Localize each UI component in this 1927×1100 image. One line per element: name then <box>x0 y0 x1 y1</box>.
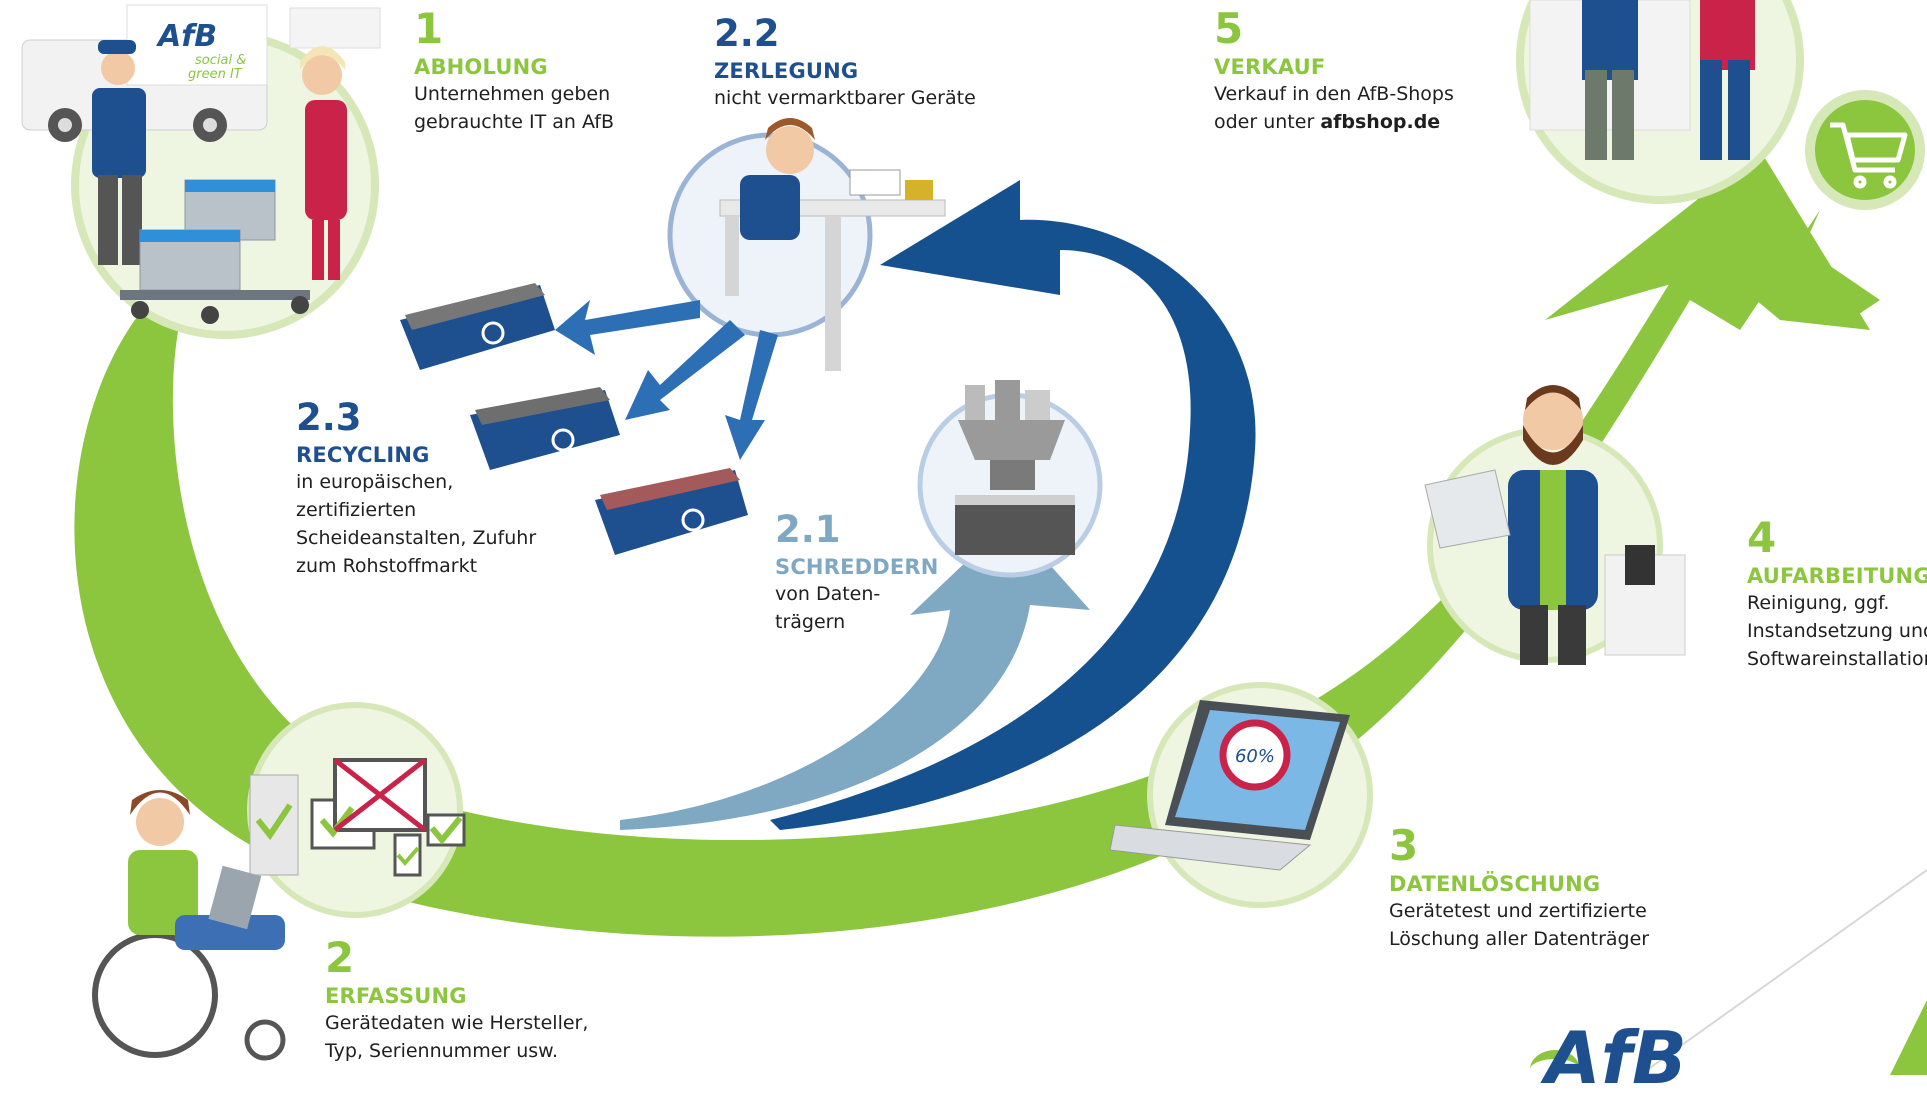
step-desc-line: in europäischen, <box>296 471 454 493</box>
refurbishing-worker <box>1424 385 1686 665</box>
step-number: 2.2 <box>714 12 780 55</box>
step-desc-line: oder unter afbshop.de <box>1214 108 1454 136</box>
step-desc-line: Unternehmen geben <box>414 83 611 105</box>
step-desc-line: Verkauf in den AfB-Shops <box>1214 83 1454 105</box>
split-arrows <box>555 300 778 460</box>
step-recycling: 2.3 RECYCLING in europäischen, zertifizi… <box>296 398 536 580</box>
step-desc-line: Instandsetzung und <box>1747 620 1927 642</box>
recycle-icon <box>551 428 575 452</box>
light-blue-arrow <box>620 520 1090 830</box>
step-schreddern: 2.1 SCHREDDERN von Daten- trägern <box>775 510 939 636</box>
step-number: 1 <box>414 4 444 53</box>
shop-url: afbshop.de <box>1320 111 1441 133</box>
shop-customers <box>1529 0 1755 160</box>
footer-logo: AfB <box>1545 1016 1687 1100</box>
step-desc-line: trägern <box>775 611 846 633</box>
step-number: 3 <box>1389 821 1419 870</box>
step-abholung: 1 ABHOLUNG Unternehmen geben gebrauchte … <box>414 8 614 136</box>
disassembly-worker <box>719 118 946 371</box>
step-desc-line: gebrauchte IT an AfB <box>414 111 614 133</box>
step-desc-line: Softwareinstallation <box>1747 648 1927 670</box>
checkmark-icon <box>319 806 355 838</box>
checkmark-icon <box>255 803 293 841</box>
step-title: RECYCLING <box>296 443 430 467</box>
step-title: SCHREDDERN <box>775 555 939 579</box>
van-logo-sub1: social & <box>195 53 246 68</box>
recycle-icon <box>681 508 705 532</box>
woman-figure <box>300 46 347 280</box>
step-number: 2.1 <box>775 508 841 551</box>
worker-figure <box>92 40 146 265</box>
step-title: ERFASSUNG <box>325 984 467 1008</box>
shopping-cart-icon <box>1830 122 1908 189</box>
green-arrow-head <box>1545 150 1870 330</box>
step-desc-line: Reinigung, ggf. <box>1747 592 1890 614</box>
step-desc-line: Gerätedaten wie Hersteller, <box>325 1012 589 1034</box>
recycle-icon <box>481 321 505 345</box>
cross-icon <box>333 758 427 832</box>
van-logo: AfB <box>156 19 217 54</box>
van-logo-sub2: green IT <box>188 67 243 82</box>
step-desc-line: zum Rohstoffmarkt <box>296 555 478 577</box>
van-illustration <box>21 4 381 142</box>
dark-blue-loop-arrow <box>770 180 1256 830</box>
step-zerlegung: 2.2 ZERLEGUNG nicht vermarktbarer Geräte <box>714 14 976 112</box>
footer-logo-swoosh <box>1530 1050 1580 1089</box>
process-diagram: AfB social & green IT <box>21 0 1927 1075</box>
step-desc-line: zertifizierten <box>296 499 417 521</box>
step-title: VERKAUF <box>1214 55 1326 79</box>
step-datenloeschung: 3 DATENLÖSCHUNG Gerätetest und zertifizi… <box>1389 825 1649 953</box>
step-desc-line: von Daten- <box>775 583 881 605</box>
decor-line <box>1639 869 1927 1075</box>
step-desc-line: Löschung aller Datenträger <box>1389 928 1650 950</box>
step-desc-line: Gerätetest und zertifizierte <box>1389 900 1647 922</box>
desc-prefix: oder unter <box>1214 111 1321 133</box>
cart-badge <box>1805 90 1925 210</box>
shredder <box>955 380 1075 555</box>
step-title: AUFARBEITUNG <box>1747 564 1927 588</box>
step-number: 4 <box>1747 513 1777 562</box>
step-verkauf: 5 VERKAUF Verkauf in den AfB-Shops oder … <box>1214 8 1454 136</box>
step-desc-line: nicht vermarktbarer Geräte <box>714 87 976 109</box>
step-desc-line: Scheideanstalten, Zufuhr <box>296 527 537 549</box>
checkmark-icon <box>396 846 420 867</box>
container-1 <box>400 283 555 370</box>
container-2 <box>470 387 620 470</box>
wheelchair-user-figure <box>92 790 286 1061</box>
step-title: ZERLEGUNG <box>714 59 859 83</box>
step-title: ABHOLUNG <box>414 55 548 79</box>
trolley-with-boxes <box>120 179 310 324</box>
step-number: 2 <box>325 933 355 982</box>
step-number: 2.3 <box>296 396 362 439</box>
step-title: DATENLÖSCHUNG <box>1389 872 1601 896</box>
progress-ring <box>1219 719 1291 791</box>
container-3 <box>595 468 748 555</box>
step-number: 5 <box>1214 4 1244 53</box>
step-erfassung: 2 ERFASSUNG Gerätedaten wie Hersteller, … <box>325 937 588 1065</box>
step-aufarbeitung: 4 AUFARBEITUNG Reinigung, ggf. Instandse… <box>1747 517 1927 673</box>
checkmark-icon <box>429 816 463 845</box>
decor-green-corner <box>1890 1000 1927 1075</box>
laptop-progress-label: 60% <box>1235 746 1275 767</box>
step-desc-line: Typ, Seriennummer usw. <box>325 1040 559 1062</box>
